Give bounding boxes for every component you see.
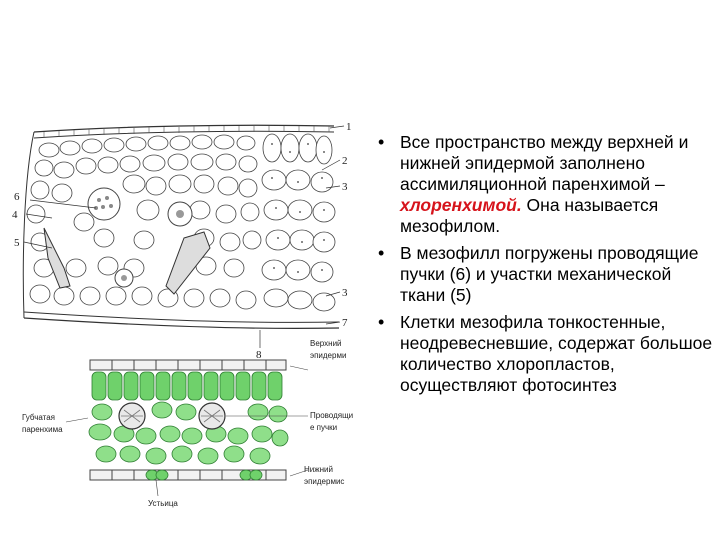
label-stomata: Устьица xyxy=(148,499,178,508)
label-6: 6 xyxy=(14,191,20,203)
leaf-cross-section-drawing: 1 2 3 6 4 5 3 7 8 xyxy=(12,121,352,358)
label-1: 1 xyxy=(346,121,352,133)
label-7: 7 xyxy=(342,317,348,329)
bullet-1-text: Все пространство между верхней и нижней … xyxy=(400,132,689,194)
label-lower-epidermis-1: Нижний xyxy=(304,465,333,474)
label-bundles-1: Проводящи xyxy=(310,411,353,420)
leaf-schematic-drawing: Верхний эпидерми Губчатая паренхима Пров… xyxy=(22,339,353,508)
bullet-3: Клетки мезофила тонкостенные, неодревесн… xyxy=(374,312,714,396)
label-upper-epidermis-1: Верхний xyxy=(310,339,342,348)
label-upper-epidermis-2: эпидерми xyxy=(310,351,346,360)
label-spongy-1: Губчатая xyxy=(22,413,55,422)
label-4: 4 xyxy=(12,209,18,221)
bullet-1-tail: Она называется мезофилом. xyxy=(400,195,659,236)
label-8: 8 xyxy=(256,349,262,358)
label-lower-epidermis-2: эпидермис xyxy=(304,477,344,486)
bullet-list: Все пространство между верхней и нижней … xyxy=(374,132,714,402)
bullet-1: Все пространство между верхней и нижней … xyxy=(374,132,714,237)
label-2: 2 xyxy=(342,155,348,167)
label-spongy-2: паренхима xyxy=(22,425,63,434)
label-3-top: 3 xyxy=(342,181,348,193)
label-bundles-2: е пучки xyxy=(310,423,337,432)
bullet-1-highlight: хлоренхимой. xyxy=(400,195,522,215)
label-3-bottom: 3 xyxy=(342,287,348,299)
bullet-2: В мезофилл погружены проводящие пучки (6… xyxy=(374,243,714,306)
label-5: 5 xyxy=(14,237,20,249)
